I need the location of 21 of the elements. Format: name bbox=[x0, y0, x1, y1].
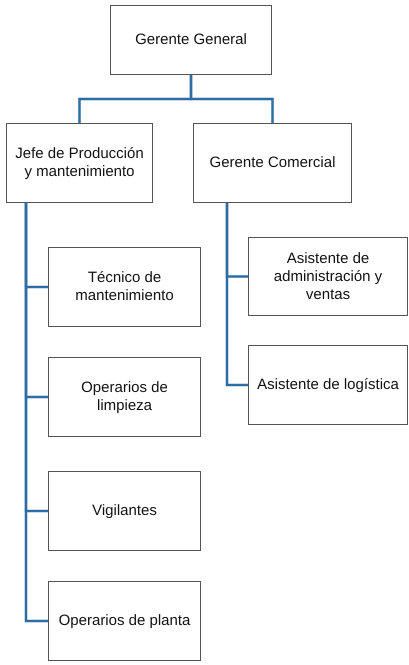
org-box bbox=[48, 247, 201, 327]
org-box bbox=[48, 471, 201, 551]
org-box bbox=[110, 5, 272, 75]
org-box bbox=[248, 345, 408, 425]
node-label: Operarios de limpieza bbox=[80, 379, 169, 415]
node-label: Asistente de logística bbox=[257, 376, 399, 394]
node-label: Técnico de mantenimiento bbox=[74, 269, 175, 305]
node-label: Vigilantes bbox=[92, 502, 157, 520]
connector-line bbox=[226, 203, 248, 386]
org-box bbox=[48, 357, 201, 437]
node-label: Gerente General bbox=[135, 31, 247, 49]
node-label: Operarios de planta bbox=[58, 612, 190, 630]
connector-line bbox=[190, 75, 274, 123]
org-box bbox=[193, 123, 352, 203]
node-label: Jefe de Producción y mantenimiento bbox=[14, 145, 145, 181]
org-box bbox=[48, 581, 201, 661]
org-box bbox=[248, 237, 408, 316]
connector-line bbox=[24, 203, 48, 622]
org-box bbox=[6, 123, 153, 203]
node-label: Gerente Comercial bbox=[210, 154, 336, 172]
node-label: Asistente de administración y ventas bbox=[272, 250, 384, 304]
